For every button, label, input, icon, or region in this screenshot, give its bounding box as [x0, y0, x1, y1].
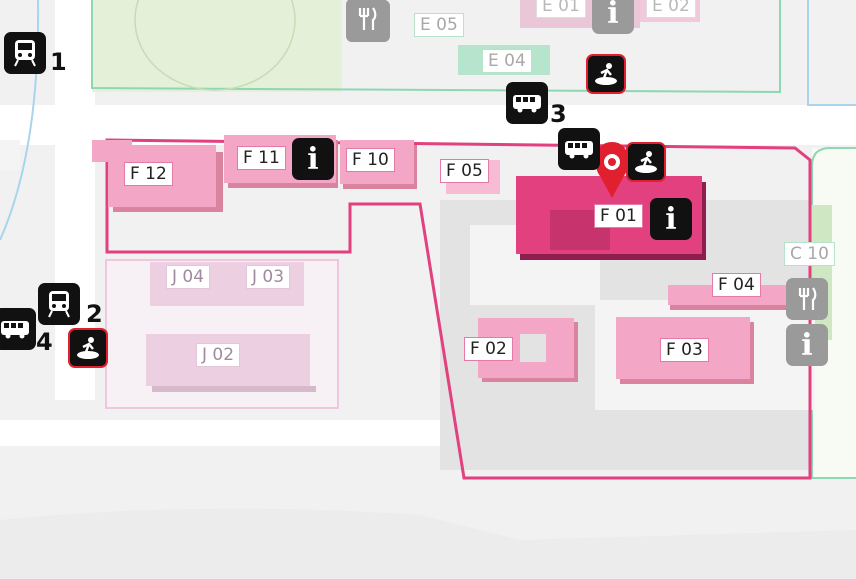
building-label-c10[interactable]: C 10 — [784, 242, 835, 266]
building-label-j02[interactable]: J 02 — [196, 343, 241, 367]
stop-number-1: 1 — [50, 48, 67, 76]
f-zone-outline — [105, 138, 812, 480]
building-label-f02[interactable]: F 02 — [464, 337, 513, 361]
info-icon[interactable]: i — [592, 0, 634, 34]
building-label-f03[interactable]: F 03 — [660, 338, 709, 362]
building-label-e05[interactable]: E 05 — [414, 13, 464, 37]
building-label-f10[interactable]: F 10 — [346, 148, 395, 172]
building-label-f01[interactable]: F 01 — [594, 204, 643, 228]
building-label-f05[interactable]: F 05 — [440, 159, 489, 183]
info-icon[interactable]: i — [786, 324, 828, 366]
info-icon[interactable]: i — [650, 198, 692, 240]
bus-icon[interactable] — [0, 308, 36, 350]
building-label-j04[interactable]: J 04 — [166, 265, 211, 289]
location-marker-icon — [595, 142, 629, 198]
train-icon[interactable] — [38, 283, 80, 325]
building-label-e01[interactable]: E 01 — [536, 0, 586, 18]
restaurant-icon[interactable] — [346, 0, 388, 40]
bus-icon[interactable] — [558, 128, 600, 170]
stop-number-2: 2 — [86, 300, 103, 328]
sport-icon[interactable] — [626, 142, 666, 182]
building-label-f12[interactable]: F 12 — [124, 162, 173, 186]
bus-icon[interactable] — [506, 82, 548, 124]
stop-number-3: 3 — [550, 100, 567, 128]
green-zone-outline — [91, 0, 781, 94]
building-label-e02[interactable]: E 02 — [646, 0, 696, 18]
sport-icon[interactable] — [586, 54, 626, 94]
building-label-e04[interactable]: E 04 — [482, 49, 532, 73]
building-label-j03[interactable]: J 03 — [246, 265, 291, 289]
info-icon[interactable]: i — [292, 138, 334, 180]
road-horizontal — [0, 105, 856, 145]
building-label-f11[interactable]: F 11 — [237, 146, 286, 170]
train-icon[interactable] — [4, 32, 46, 74]
building-label-f04[interactable]: F 04 — [712, 273, 761, 297]
stop-number-4: 4 — [36, 328, 53, 356]
sport-icon[interactable] — [68, 328, 108, 368]
restaurant-icon[interactable] — [786, 278, 828, 320]
